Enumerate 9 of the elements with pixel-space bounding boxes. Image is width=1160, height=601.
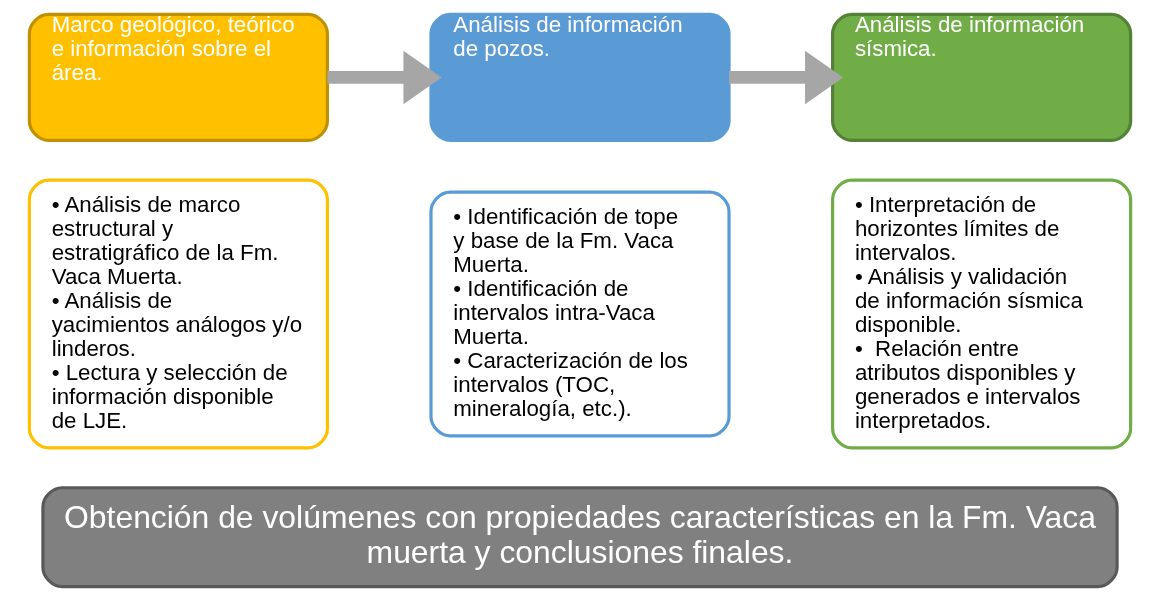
node-box: Análisis de información sísmica. (831, 12, 1133, 142)
node-box: • Identificación de tope y base de la Fm. Vaca Muerta. • Identificación de intervalos intra-Vaca Muerta. • Caracterización de los intervalos (TOC, mineralogía, etc.). (429, 190, 731, 438)
arrow (327, 50, 442, 105)
arrow (729, 50, 844, 105)
node-box: • Análisis de marco estructural y estratigráfico de la Fm. Vaca Muerta. • Análisis de yacimientos análogos y/o linderos. • Lectura y selección de información disponible de LJE. (27, 178, 329, 450)
node-box: Análisis de información de pozos. (429, 12, 731, 142)
node-box: Marco geológico, teórico e información sobre el área. (27, 12, 329, 142)
node-box: Obtención de volúmenes con propiedades características en la Fm. Vaca muerta y conclusiones finales. (41, 486, 1119, 589)
node-box: • Interpretación de horizontes límites de intervalos. • Análisis y validación de información sísmica disponible. • Relación entre atributos disponibles y generados e intervalos interpretados. (831, 178, 1133, 450)
